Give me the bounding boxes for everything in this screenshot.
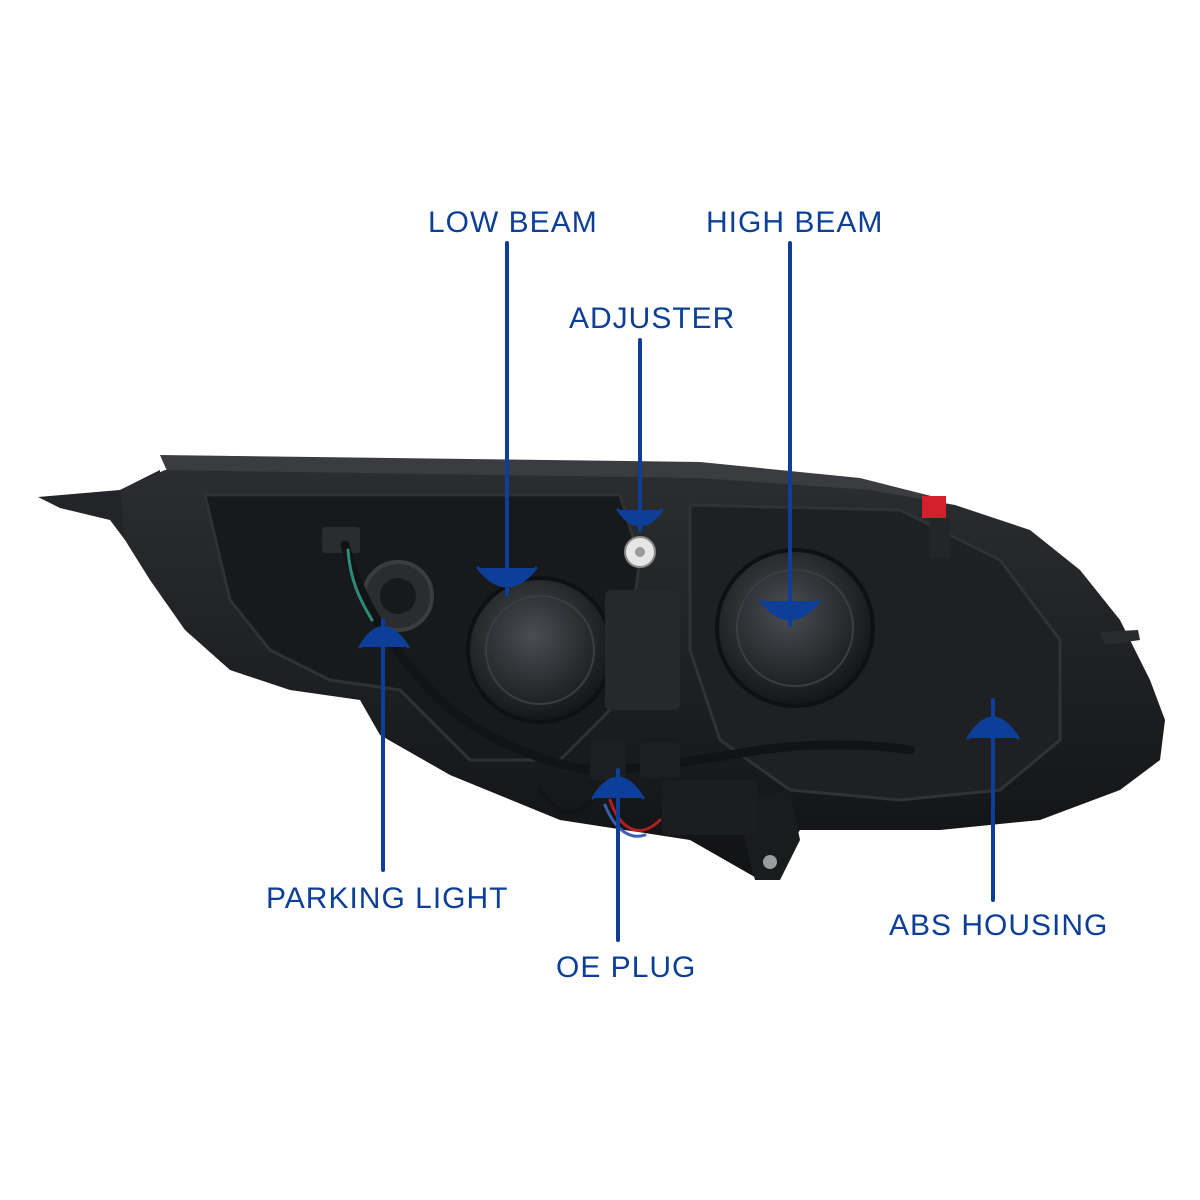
callout-leaders bbox=[358, 241, 1020, 942]
abs-housing-arrow-icon bbox=[966, 716, 1020, 740]
wiring-harness bbox=[340, 540, 915, 838]
oe-plug-label: OE PLUG bbox=[556, 951, 697, 984]
connector-box bbox=[662, 780, 757, 835]
adjuster-arrow-icon bbox=[616, 508, 664, 527]
right-edge-clip bbox=[1100, 630, 1140, 645]
adjuster-knob bbox=[624, 536, 656, 568]
parking-light-label: PARKING LIGHT bbox=[266, 882, 509, 915]
low-beam-arrow-icon bbox=[476, 566, 538, 588]
low-beam-label: LOW BEAM bbox=[428, 206, 598, 239]
abs-housing-label: ABS HOUSING bbox=[889, 909, 1109, 942]
red-clip bbox=[922, 496, 946, 518]
adjuster-label: ADJUSTER bbox=[569, 302, 736, 335]
parking-light-socket bbox=[322, 527, 434, 632]
leveling-motor-block bbox=[605, 590, 680, 710]
high-beam-dust-cap bbox=[715, 548, 875, 708]
bracket-bolt bbox=[763, 855, 777, 869]
parking-light-arrow-icon bbox=[358, 626, 410, 649]
low-beam-dust-cap bbox=[466, 576, 614, 724]
red-clip-base bbox=[930, 518, 950, 558]
high-beam-label: HIGH BEAM bbox=[706, 206, 884, 239]
oe-plug-arrow-icon bbox=[591, 776, 645, 800]
high-beam-arrow-icon bbox=[759, 599, 821, 621]
